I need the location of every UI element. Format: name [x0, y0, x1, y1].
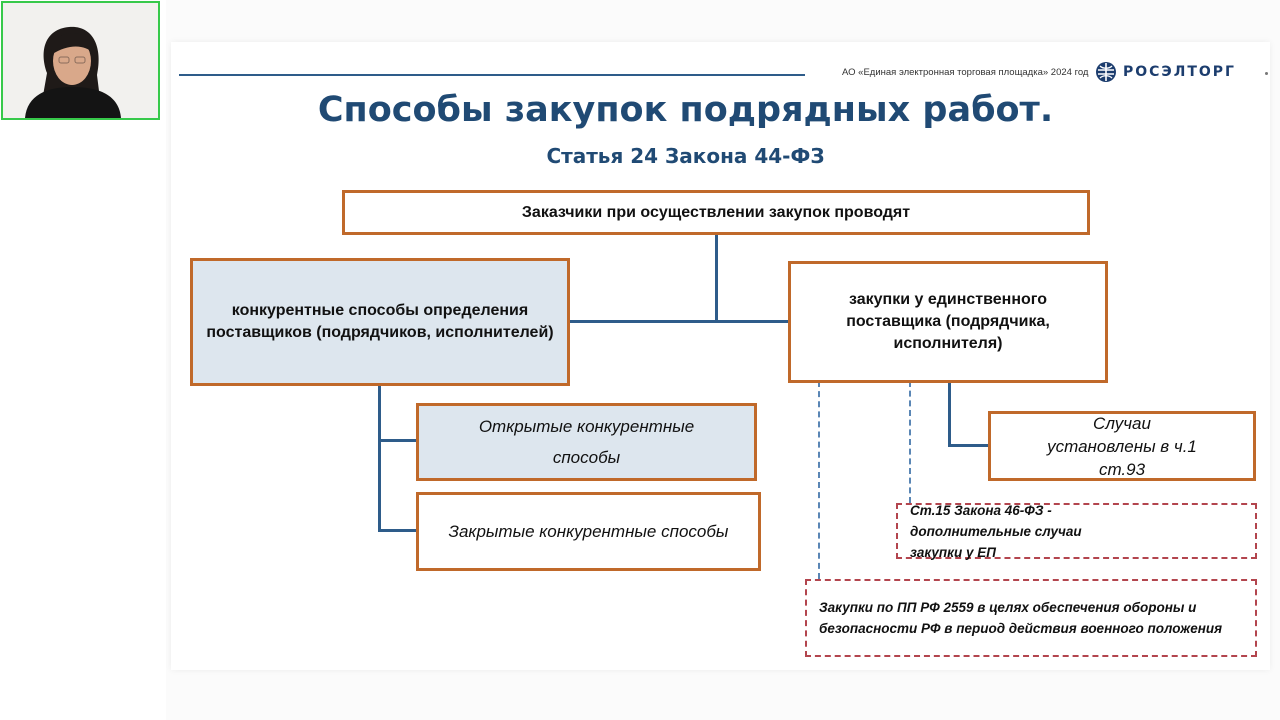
dashed-connector-pp2559	[818, 381, 820, 579]
cases-box: Случаи установлены в ч.1 ст.93	[988, 411, 1256, 481]
globe-logo-icon	[1096, 62, 1116, 82]
root-box: Заказчики при осуществлении закупок пров…	[342, 190, 1090, 235]
law46-text: Ст.15 Закона 46-ФЗ - дополнительные случ…	[910, 502, 1082, 560]
open-methods-box: Открытые конкурентные способы	[416, 403, 757, 481]
pp2559-box: Закупки по ПП РФ 2559 в целях обеспечени…	[805, 579, 1257, 657]
closed-methods-box: Закрытые конкурентные способы	[416, 492, 761, 571]
roseltorg-logo: РОСЭЛТОРГ	[1095, 61, 1236, 83]
connector-open-branch	[378, 439, 416, 442]
cases-text: Случаи установлены в ч.1 ст.93	[1047, 413, 1197, 479]
law46-box: Ст.15 Закона 46-ФЗ - дополнительные случ…	[896, 503, 1257, 560]
root-box-text: Заказчики при осуществлении закупок пров…	[521, 203, 911, 221]
webcam-video-feed[interactable]	[1, 1, 160, 120]
connector-horizontal	[568, 320, 790, 323]
slide-title: Способы закупок подрядных работ.	[317, 90, 1054, 130]
dashed-connector-law46	[909, 381, 911, 503]
header-divider	[179, 74, 805, 76]
connector-root-down	[715, 234, 718, 321]
header-caption: АО «Единая электронная торговая площадка…	[842, 67, 1089, 78]
closed-methods-text: Закрытые конкурентные способы	[448, 522, 729, 541]
pp2559-text: Закупки по ПП РФ 2559 в целях обеспечени…	[819, 600, 1223, 636]
connector-closed-branch	[378, 529, 416, 532]
edge-marker	[1265, 72, 1268, 75]
connector-cases-branch	[948, 444, 988, 447]
open-methods-text: Открытые конкурентные способы	[478, 417, 695, 467]
slide-viewport: АО «Единая электронная торговая площадка…	[166, 0, 1280, 720]
connector-left-trunk	[378, 384, 381, 532]
competitive-methods-box: конкурентные способы определения поставщ…	[190, 258, 570, 386]
single-supplier-text: закупки у единственного поставщика (подр…	[846, 291, 1050, 352]
presenter-video-icon	[3, 3, 158, 118]
single-supplier-box: закупки у единственного поставщика (подр…	[788, 261, 1108, 383]
logo-text: РОСЭЛТОРГ	[1123, 64, 1236, 80]
presentation-slide: АО «Единая электронная торговая площадка…	[171, 42, 1270, 670]
connector-cases-trunk	[948, 381, 951, 447]
left-panel	[0, 0, 167, 720]
slide-subtitle: Статья 24 Закона 44-ФЗ	[546, 144, 825, 168]
competitive-methods-text: конкурентные способы определения поставщ…	[206, 302, 554, 341]
